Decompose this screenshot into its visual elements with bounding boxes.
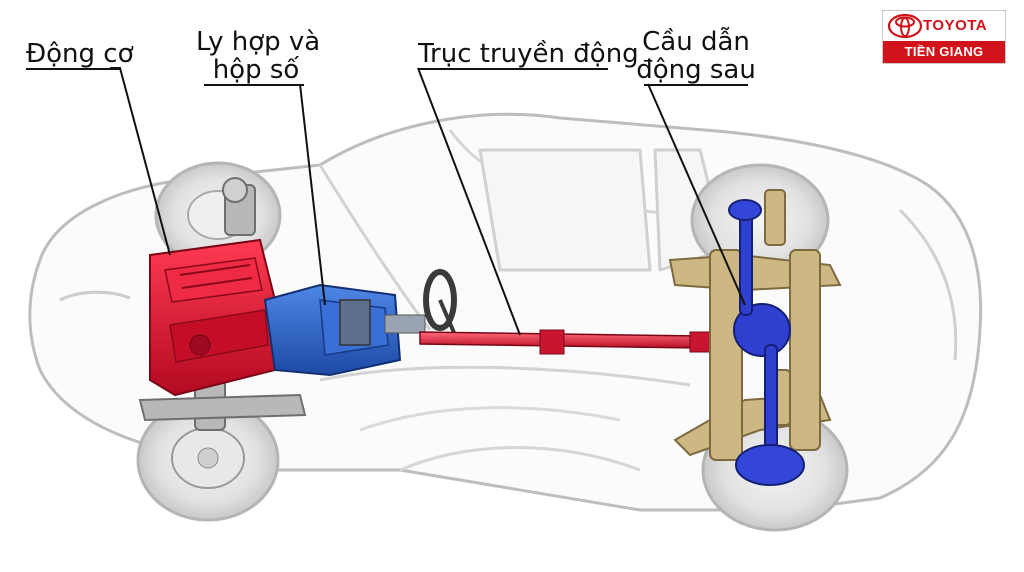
label-clutch-gearbox: Ly hợp và hộp số <box>196 27 321 85</box>
engine <box>149 238 276 397</box>
steering-wheel <box>423 269 457 336</box>
label-rear-axle: Cầu dẫn động sau <box>636 27 756 85</box>
logo-red-bar <box>883 41 1005 63</box>
logo-dealer: TIỀN GIANG <box>904 44 984 59</box>
label-clutch-gearbox-underline <box>204 84 304 86</box>
rear-subframe <box>668 189 842 461</box>
label-engine: Động cơ <box>26 39 134 69</box>
logo-top: TOYOTA <box>883 11 1005 41</box>
driveshaft <box>419 329 713 355</box>
toyota-emblem-icon <box>887 13 923 39</box>
gearbox <box>263 283 426 377</box>
label-driveshaft: Trục truyền động <box>418 39 639 69</box>
label-engine-underline <box>26 68 120 70</box>
toyota-dealer-logo: TOYOTA TIỀN GIANG <box>882 10 1006 64</box>
rear-axle <box>728 199 805 486</box>
label-rear-axle-underline <box>644 84 748 86</box>
logo-brand: TOYOTA <box>923 17 988 34</box>
front-suspension <box>138 177 307 431</box>
label-driveshaft-underline <box>418 68 608 70</box>
front-right-wheel <box>136 398 280 522</box>
